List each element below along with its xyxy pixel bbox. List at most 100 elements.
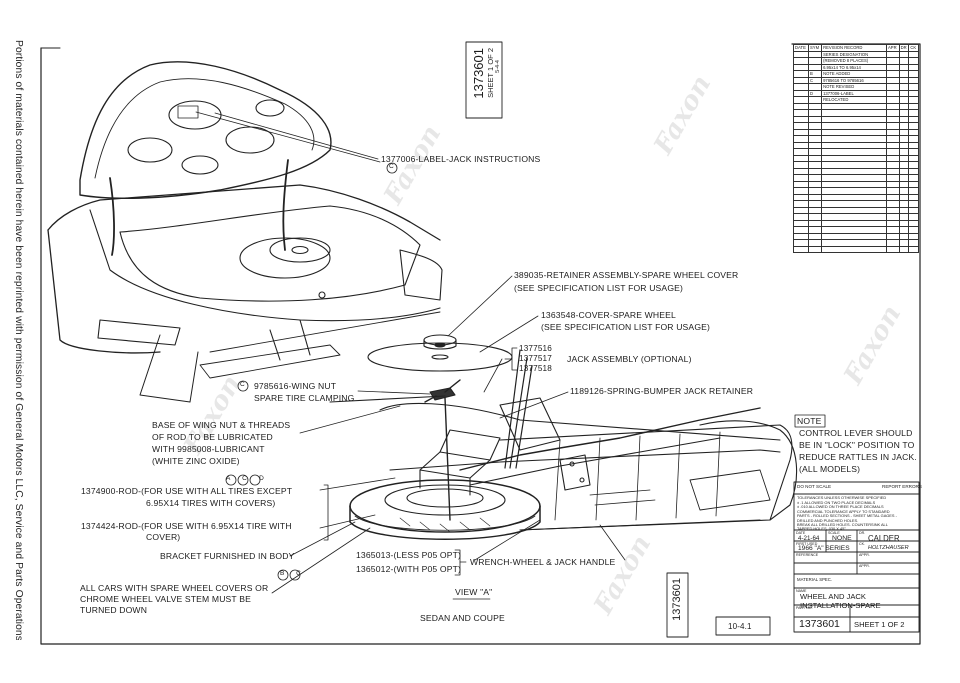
- label-jack-part-1: 1377516: [519, 344, 552, 353]
- tb-cell-label: REFERENCE: [796, 553, 819, 557]
- label-jack-assembly: JACK ASSEMBLY (OPTIONAL): [567, 354, 692, 364]
- note-title: NOTE: [797, 416, 822, 426]
- leader-lines: [214, 112, 626, 594]
- rev-desc: 9785616 TO 9785616: [821, 76, 888, 84]
- label-cover-usage: (SEE SPECIFICATION LIST FOR USAGE): [541, 322, 711, 332]
- label-jack-part-2: 1377517: [519, 354, 552, 363]
- tb-cell-label: APPR.: [859, 553, 870, 557]
- label-rod-1374900: 1374900-ROD-(FOR USE WITH ALL TIRES EXCE…: [81, 486, 293, 496]
- page-ref: 10-4.1: [728, 622, 752, 631]
- tb-material: MATERIAL SPEC.: [797, 577, 833, 582]
- tb-cell-label: CK.: [859, 542, 865, 546]
- top-stamp-box: [465, 41, 503, 119]
- table-row: RELOCATED: [793, 96, 919, 104]
- rev-desc: NOTE REVISED: [821, 83, 888, 91]
- rev-sym: D: [807, 89, 823, 97]
- rev-desc: 1377006-LABEL: [821, 89, 888, 97]
- rev-desc: 6.95x14 TO 6.95x14: [821, 63, 888, 71]
- title-block-frame: [793, 481, 920, 633]
- tb-tolerance-3: ± .010 ALLOWED ON THREE PLACE DECIMALS: [797, 504, 884, 509]
- label-bracket: BRACKET FURNISHED IN BODY: [160, 551, 295, 561]
- bottom-stamp-number: 1373601: [671, 578, 683, 621]
- tb-first-used: 1966 "A" SERIES: [798, 545, 850, 552]
- ref-wing-nut: C: [240, 381, 245, 388]
- car-body: [47, 61, 443, 403]
- label-wing-nut: 9785616-WING NUT: [254, 381, 337, 391]
- label-jack-part-3: 1377518: [519, 364, 552, 373]
- tb-date: 4-21-64: [798, 535, 820, 542]
- label-wrench-part-1: 1365013-(LESS P05 OPT): [356, 550, 462, 560]
- label-sedan-coupe: SEDAN AND COUPE: [420, 613, 505, 623]
- label-retainer-assembly: 389035-RETAINER ASSEMBLY-SPARE WHEEL COV…: [514, 270, 739, 280]
- tb-do-not-scale: DO NOT SCALE: [797, 484, 832, 489]
- tb-tolerance-5: PARTS - ROLLED SECTIONS - SHEET METAL GA…: [797, 513, 897, 518]
- label-valve-2: CHROME WHEEL VALVE STEM MUST BE: [80, 594, 251, 604]
- tb-tolerance-1: TOLERANCES UNLESS OTHERWISE SPECIFIED: [797, 495, 887, 500]
- table-row: [793, 102, 919, 110]
- top-stamp-number: 1373601: [471, 48, 486, 99]
- ref-lube: A C D: [226, 475, 269, 482]
- label-wrench-handle: WRENCH-WHEEL & JACK HANDLE: [470, 557, 616, 567]
- tb-name-2: INSTALLATION-SPARE: [800, 601, 881, 610]
- label-lube-1: BASE OF WING NUT & THREADS: [152, 420, 291, 430]
- table-row: 6.95x14 TO 6.95x14: [793, 63, 919, 71]
- tb-cell-label: NAME: [796, 589, 807, 593]
- tb-cell-label: FIRST USED: [796, 542, 818, 546]
- table-row: [793, 193, 919, 201]
- tb-part-no: 1373601: [799, 618, 840, 630]
- tb-tolerance-2: ± .1 ALLOWED ON TWO PLACE DECIMALS: [797, 499, 876, 505]
- permission-notice: Portions of materials contained herein h…: [13, 40, 24, 640]
- ref-valve: B C: [280, 570, 306, 577]
- table-row: [793, 245, 919, 253]
- label-wrench-part-2: 1365012-(WITH P05 OPT): [356, 564, 462, 574]
- label-rod-1374900-note: 6.95X14 TIRES WITH COVERS): [146, 498, 276, 508]
- note-box: [794, 414, 826, 428]
- label-retainer-usage: (SEE SPECIFICATION LIST FOR USAGE): [514, 283, 684, 293]
- rev-sym: B: [807, 70, 823, 78]
- tb-cell-label: APPR.: [859, 564, 870, 568]
- label-rod-1374424-note: COVER): [146, 532, 181, 542]
- top-stamp-sheet: SHEET 1 OF 2: [486, 48, 495, 98]
- label-spare-tire-clamping: SPARE TIRE CLAMPING: [254, 393, 355, 403]
- rev-sym: C: [807, 76, 823, 84]
- tb-cell-label: DATE: [796, 531, 806, 535]
- tb-scale: NONE: [832, 535, 852, 542]
- table-row: [793, 109, 919, 117]
- tb-tolerance-7: BREAK ALL DRILLED HOLES. COUNTERSINK ALL: [797, 522, 888, 527]
- sheet-border: [40, 43, 921, 645]
- note-line-1: CONTROL LEVER SHOULD: [799, 428, 913, 438]
- tb-name-1: WHEEL AND JACK: [800, 592, 866, 601]
- tb-report-errors: REPORT ERRORS: [882, 484, 922, 489]
- label-lube-3: WITH 9985008-LUBRICANT: [152, 444, 265, 454]
- label-lube-2: OF ROD TO BE LUBRICATED: [152, 432, 273, 442]
- label-view-a: VIEW "A": [455, 587, 493, 597]
- table-row: [793, 115, 919, 123]
- note-line-2: BE IN "LOCK" POSITION TO: [799, 440, 915, 450]
- top-stamp-sub: 5-4-4: [495, 60, 501, 73]
- tb-drawn-by: CALDER: [868, 534, 900, 543]
- note-line-3: REDUCE RATTLES IN JACK.: [799, 452, 917, 462]
- table-row: [793, 206, 919, 214]
- bottom-stamp-box: [666, 572, 689, 638]
- tb-cell-label: DR.: [859, 531, 866, 535]
- table-row: NOTE REVISED: [793, 83, 919, 91]
- reference-circles: [225, 162, 398, 581]
- label-valve-3: TURNED DOWN: [80, 605, 148, 615]
- note-line-4: (ALL MODELS): [799, 464, 861, 474]
- label-jack-instructions: 1377006-LABEL-JACK INSTRUCTIONS: [381, 154, 541, 164]
- tb-tolerance-6: DRILLED AND PUNCHED HOLES.: [797, 517, 859, 523]
- rev-desc: NOTE ADDED: [821, 70, 888, 78]
- rev-desc: RELOCATED: [821, 96, 888, 104]
- label-rod-1374424: 1374424-ROD-(FOR USE WITH 6.95X14 TIRE W…: [81, 521, 292, 531]
- tb-cell-label: SCALE: [828, 531, 840, 535]
- ref-jack-instructions: C: [389, 163, 394, 170]
- tb-sheet: SHEET 1 OF 2: [854, 620, 905, 629]
- page-ref-box: [715, 616, 771, 636]
- label-spring-bumper: 1189126-SPRING-BUMPER JACK RETAINER: [570, 386, 754, 396]
- label-cover-spare-wheel: 1363548-COVER-SPARE WHEEL: [541, 310, 676, 320]
